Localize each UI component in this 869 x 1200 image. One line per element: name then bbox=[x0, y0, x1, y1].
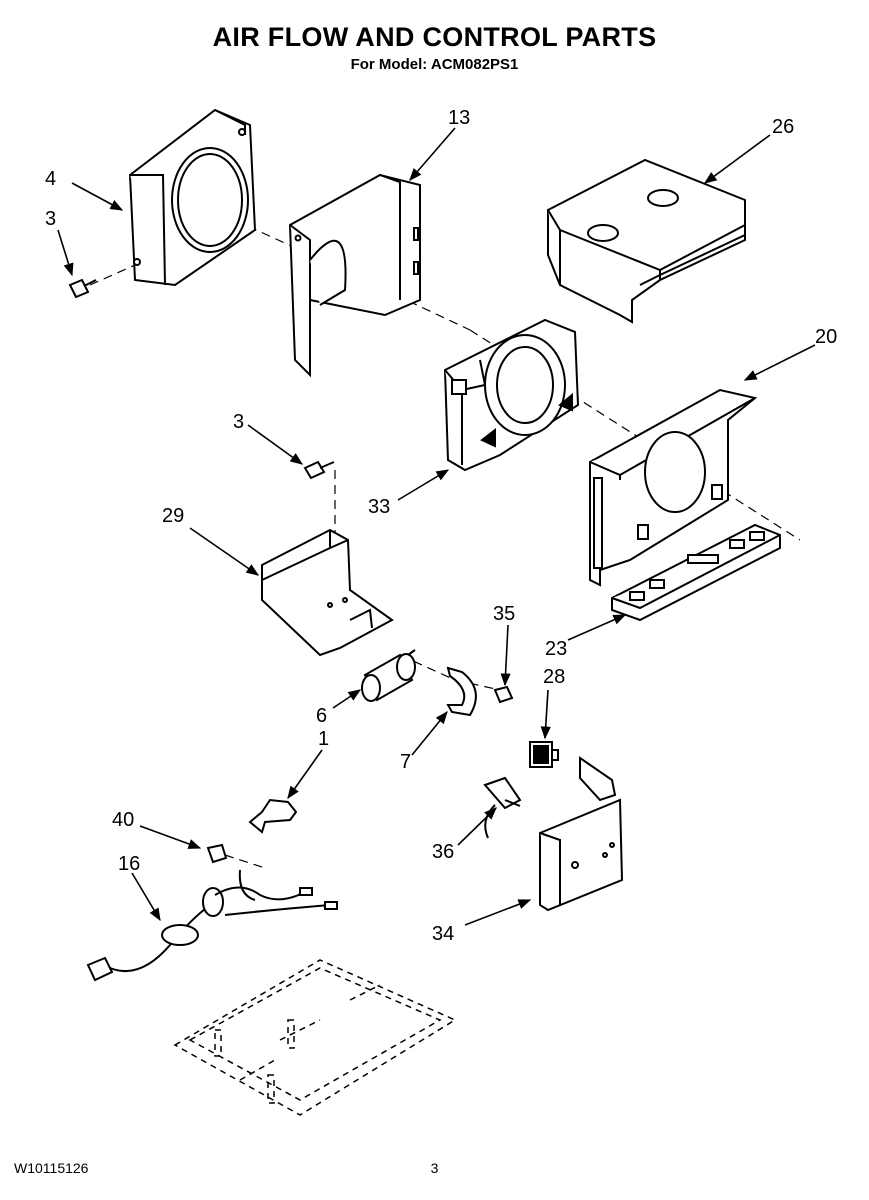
part-7-strap bbox=[446, 666, 477, 717]
callout-34: 34 bbox=[432, 923, 454, 945]
part-36-thermostat bbox=[483, 776, 522, 839]
part-16-power-cord bbox=[86, 869, 338, 982]
callout-3: 3 bbox=[45, 208, 56, 230]
callout-13: 13 bbox=[448, 107, 470, 129]
base-pan-dashed bbox=[173, 959, 457, 1116]
callout-6: 6 bbox=[316, 705, 327, 727]
part-35-screw bbox=[493, 685, 514, 704]
callout-40: 40 bbox=[112, 809, 134, 831]
callout-20: 20 bbox=[815, 326, 837, 348]
callout-35: 35 bbox=[493, 603, 515, 625]
page-title: AIR FLOW AND CONTROL PARTS bbox=[212, 22, 657, 52]
part-4-shroud-plate bbox=[128, 108, 257, 287]
part-34-control-panel bbox=[539, 756, 624, 912]
callout-arrows bbox=[57, 127, 816, 926]
callout-26: 26 bbox=[772, 116, 794, 138]
callout-4: 4 bbox=[45, 168, 56, 190]
callout-28: 28 bbox=[543, 666, 565, 688]
part-28-switch bbox=[529, 741, 559, 768]
part-29-control-bracket bbox=[261, 528, 394, 657]
callout-3: 3 bbox=[233, 411, 244, 433]
callout-labels: 4 3 13 26 20 3 33 29 35 23 28 6 1 7 40 3… bbox=[45, 107, 837, 945]
model-subtitle: For Model: ACM082PS1 bbox=[350, 56, 519, 73]
part-40-ground-screw bbox=[206, 843, 228, 864]
callout-23: 23 bbox=[545, 638, 567, 660]
part-6-capacitor bbox=[361, 649, 416, 702]
part-23-tray bbox=[611, 523, 781, 622]
part-26-top-cover bbox=[547, 158, 746, 324]
callout-16: 16 bbox=[118, 853, 140, 875]
callout-7: 7 bbox=[400, 751, 411, 773]
part-3-screw-upper bbox=[68, 278, 97, 299]
callout-1: 1 bbox=[318, 728, 329, 750]
callout-33: 33 bbox=[368, 496, 390, 518]
alignment-lines bbox=[89, 194, 801, 869]
part-20-bulkhead-plate bbox=[589, 388, 758, 587]
part-13-partition-panel bbox=[288, 173, 421, 378]
page-number: 3 bbox=[430, 1160, 439, 1176]
callout-29: 29 bbox=[162, 505, 184, 527]
part-3-screw-middle bbox=[303, 460, 335, 480]
doc-number: W10115126 bbox=[14, 1160, 89, 1176]
part-33-scroll-housing bbox=[443, 318, 580, 472]
callout-36: 36 bbox=[432, 841, 454, 863]
part-1-clamp bbox=[248, 798, 298, 834]
